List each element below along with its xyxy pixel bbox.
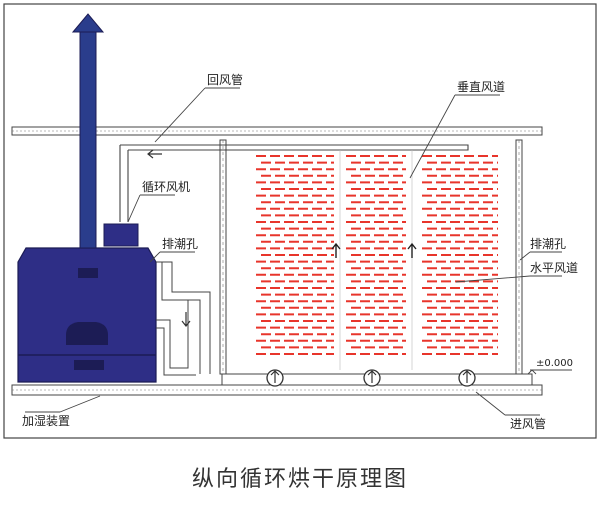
label-horizontal-duct: 水平风道 [530, 261, 578, 275]
leader-exhaust-left [149, 251, 195, 263]
leader-fan [127, 194, 175, 223]
label-humidifier: 加湿装置 [22, 413, 70, 428]
label-vertical-duct: 垂直风道 [457, 80, 505, 94]
diagram-frame [3, 3, 597, 439]
inlet-fan-2 [363, 369, 381, 387]
inlet-fan-3 [458, 369, 476, 387]
ash-door [74, 360, 104, 370]
updraft-arrow-1 [331, 242, 341, 258]
circulation-fan [103, 223, 139, 247]
label-inlet-duct: 进风管 [510, 416, 546, 431]
label-elevation: ±0.000 [536, 358, 573, 369]
updraft-arrow-2 [407, 242, 417, 258]
return-flow-arrow [147, 149, 162, 159]
chimney [79, 29, 97, 249]
supply-pipe [156, 261, 211, 374]
raised-floor [221, 373, 533, 385]
inlet-fan-1 [266, 369, 284, 387]
elevation-marker [527, 369, 537, 375]
furnace-door [66, 322, 108, 345]
leader-humidifier [25, 395, 101, 413]
diagram-caption: 纵向循环烘干原理图 [192, 467, 408, 492]
heater-vent [78, 268, 98, 278]
leader-return-duct [154, 87, 240, 143]
chimney-arrow-icon [71, 13, 105, 33]
tobacco-racks [256, 155, 498, 355]
label-exhaust-hole-right: 排潮孔 [530, 236, 566, 251]
leader-horizontal-duct [455, 275, 562, 283]
return-duct [119, 144, 469, 222]
label-circulation-fan: 循环风机 [142, 180, 190, 194]
downflow-arrow [181, 312, 191, 327]
label-return-duct: 回风管 [207, 72, 243, 87]
humidifier-pipe [156, 300, 196, 376]
leader-inlet [475, 391, 540, 416]
leader-exhaust-right [519, 251, 562, 261]
label-exhaust-hole-left: 排潮孔 [162, 236, 198, 251]
leader-vertical-duct [409, 94, 500, 179]
